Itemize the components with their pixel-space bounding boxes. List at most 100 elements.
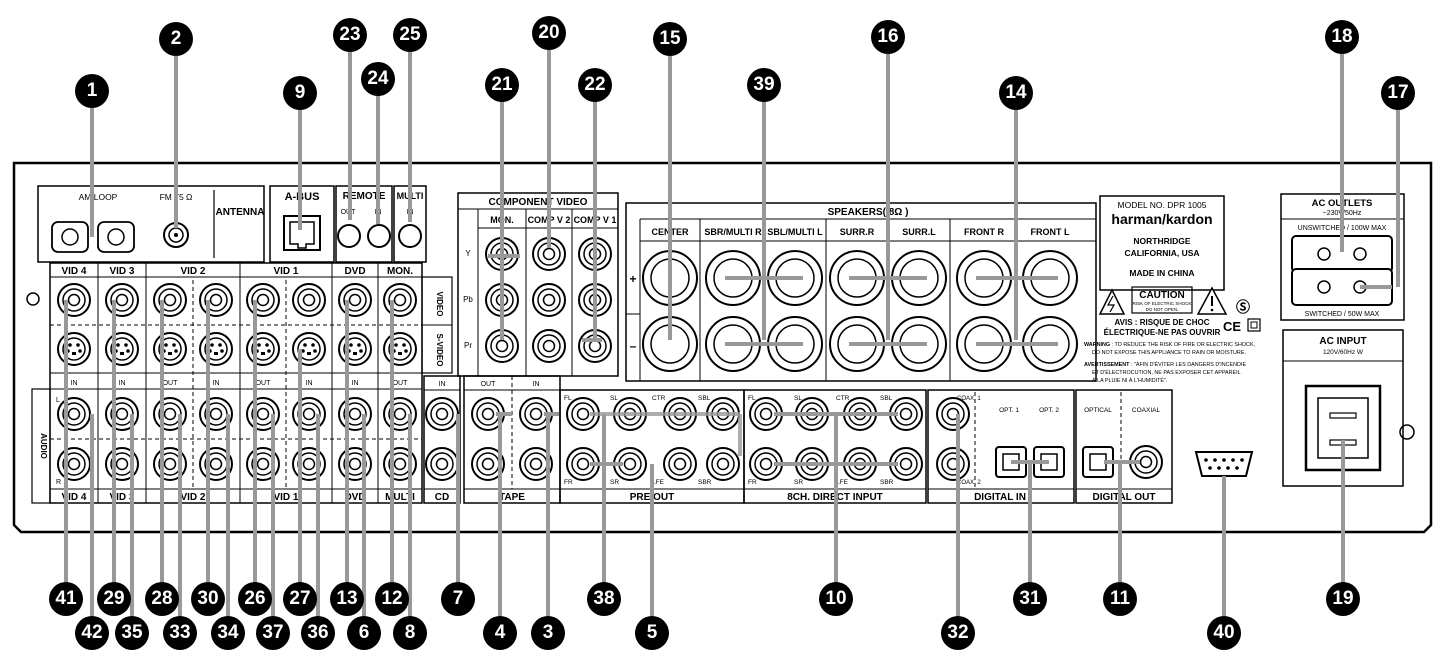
vid2-in-label: IN	[213, 380, 220, 387]
coax1-label: COAX. 1	[957, 396, 981, 402]
video-row-label: VIDEO	[435, 292, 444, 317]
avert-line1: AVERTISSEMENT : "AFIN D'ÉVITER LES DANGE…	[1084, 361, 1246, 368]
callout-8: 8	[393, 616, 427, 650]
callout-37: 37	[256, 616, 290, 650]
double-insulation-icon	[1247, 318, 1261, 332]
audio-r-label: R	[56, 479, 61, 486]
preout-sl-label: SL	[610, 395, 618, 402]
comp-row-pr: Pr	[464, 341, 472, 350]
callout-38: 38	[587, 582, 621, 616]
caution-sub1: RISK OF ELECTRIC SHOCK	[1133, 301, 1192, 306]
callout-29: 29	[97, 582, 131, 616]
direct-lfe-label: LFE	[836, 479, 849, 486]
callout-17: 17	[1381, 76, 1415, 110]
callout-22: 22	[578, 68, 612, 102]
callout-16: 16	[871, 20, 905, 54]
callout-14: 14	[999, 76, 1033, 110]
direct-fl-label: FL	[748, 395, 756, 402]
callout-12: 12	[375, 582, 409, 616]
digital-in-label: DIGITAL IN	[974, 492, 1026, 503]
callout-24: 24	[361, 62, 395, 96]
rs232-port[interactable]	[1194, 451, 1254, 477]
mon-top-label: MON.	[387, 266, 413, 277]
callout-25: 25	[393, 18, 427, 52]
antenna-section: AM LOOP FM 75 Ω ANTENNA	[37, 185, 265, 263]
digital-out-label: DIGITAL OUT	[1093, 492, 1156, 503]
dvd-bottom-label: DVD	[344, 492, 365, 503]
opt2-label: OPT. 2	[1039, 407, 1059, 414]
callout-2: 2	[159, 22, 193, 56]
video-audio-groups: VID 4 VID 3 VID 2 VID 1 DVD MON. VIDEO S…	[31, 262, 453, 504]
warning-line2: DO NOT EXPOSE THIS APPLIANCE TO RAIN OR …	[1092, 350, 1246, 356]
remote-label: REMOTE	[343, 191, 386, 202]
model-number: MODEL NO. DPR 1005	[1118, 200, 1207, 210]
remote-out-jack[interactable]	[337, 224, 361, 248]
preout-fr-label: FR	[564, 479, 573, 486]
vid2-top-label: VID 2	[180, 266, 205, 277]
remote-in-jack[interactable]	[367, 224, 391, 248]
am-loop-label: AM LOOP	[79, 192, 118, 202]
ac-input-title: AC INPUT	[1319, 336, 1366, 347]
vid1-top-label: VID 1	[273, 266, 298, 277]
audio-row-label: AUDIO	[39, 433, 48, 459]
spk-col-front-l: FRONT L	[1031, 227, 1070, 237]
vid4-bottom-label: VID 4	[61, 492, 86, 503]
optical-out-label: OPTICAL	[1084, 407, 1112, 414]
direct-ctr-label: CTR	[836, 395, 850, 402]
spk-col-front-r: FRONT R	[964, 227, 1004, 237]
callout-36: 36	[301, 616, 335, 650]
callout-39: 39	[747, 68, 781, 102]
caution-sub2: DO NOT OPEN.	[1146, 307, 1179, 312]
mon-out-label: OUT	[393, 380, 409, 387]
fm-antenna-jack[interactable]	[163, 222, 189, 248]
a-bus-jack[interactable]	[283, 215, 321, 251]
caution-section: CAUTION RISK OF ELECTRIC SHOCK DO NOT OP…	[1084, 286, 1261, 384]
dvd-in-label: IN	[352, 380, 359, 387]
avis-line2: ÉLECTRIQUE-NE PAS OUVRIR	[1104, 328, 1221, 337]
callout-10: 10	[819, 582, 853, 616]
callout-9: 9	[283, 76, 317, 110]
tape-label: TAPE	[499, 492, 525, 503]
opt1-label: OPT. 1	[999, 407, 1019, 414]
vid1-in-label: IN	[306, 380, 313, 387]
spk-minus: –	[630, 339, 637, 353]
safety-mark-icon: Ⓢ	[1236, 299, 1250, 315]
callout-7: 7	[441, 582, 475, 616]
cd-label: CD	[435, 492, 449, 503]
ce-mark-icon: CE	[1223, 319, 1241, 334]
tape-out-label: OUT	[481, 381, 497, 388]
model-origin: MADE IN CHINA	[1129, 268, 1194, 278]
callout-32: 32	[941, 616, 975, 650]
multi-in-jack[interactable]	[398, 224, 422, 248]
vid4-top-label: VID 4	[61, 266, 86, 277]
direct-sr-label: SR	[794, 479, 803, 486]
ac-input-socket[interactable]	[1304, 384, 1382, 472]
model-city: NORTHRIDGE	[1133, 236, 1190, 246]
callout-20: 20	[532, 16, 566, 50]
callout-1: 1	[75, 74, 109, 108]
callout-31: 31	[1013, 582, 1047, 616]
spk-col-sbl: SBL/MULTI L	[767, 227, 823, 237]
brand-name: harman/kardon	[1111, 211, 1212, 227]
callout-40: 40	[1207, 616, 1241, 650]
callout-26: 26	[238, 582, 272, 616]
direct-sbl-label: SBL	[880, 395, 893, 402]
warning-line1: WARNING : TO REDUCE THE RISK OF FIRE OR …	[1084, 342, 1256, 348]
ac-input-rating: 120V/60Hz W	[1323, 349, 1364, 356]
callout-3: 3	[531, 616, 565, 650]
speakers-title: SPEAKERS( 8Ω )	[828, 207, 909, 218]
vid4-in-label: IN	[71, 380, 78, 387]
model-plate: MODEL NO. DPR 1005 harman/kardon NORTHRI…	[1099, 195, 1225, 291]
tape-in-label: IN	[533, 381, 540, 388]
antenna-label: ANTENNA	[216, 207, 265, 218]
svideo-row-label: S-VIDEO	[435, 334, 444, 367]
callout-27: 27	[283, 582, 317, 616]
vid2-bottom-label: VID 2	[180, 492, 205, 503]
callout-21: 21	[485, 68, 519, 102]
callout-28: 28	[145, 582, 179, 616]
callout-5: 5	[635, 616, 669, 650]
spk-col-surr-l: SURR.L	[902, 227, 936, 237]
dvd-top-label: DVD	[344, 266, 365, 277]
preout-lfe-label: LFE	[652, 479, 665, 486]
